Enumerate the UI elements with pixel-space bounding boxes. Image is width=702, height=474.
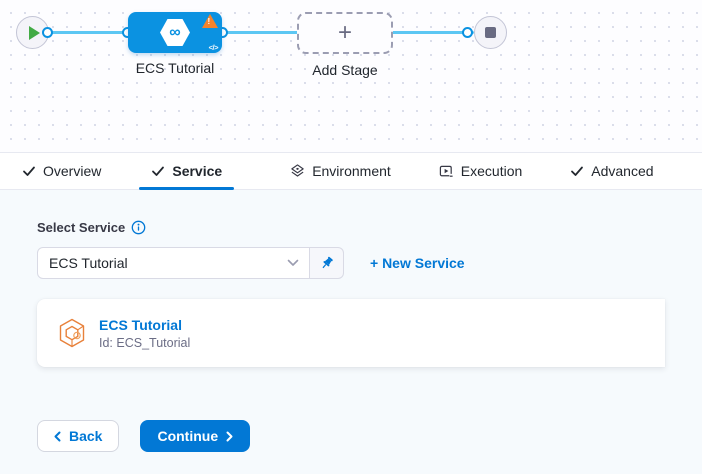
ecs-service-icon [59,318,85,348]
add-stage-button[interactable]: + [297,12,393,54]
continue-button[interactable]: Continue [140,420,251,452]
service-card-id: Id: ECS_Tutorial [99,335,191,350]
selected-service-value: ECS Tutorial [49,255,128,271]
check-icon [152,166,165,176]
pipeline-canvas[interactable]: ∞ ! </> ECS Tutorial + Add Stage [0,0,702,152]
code-icon: </> [208,43,219,52]
stage-label: ECS Tutorial [135,60,215,76]
chevron-left-icon [54,431,61,441]
stage-node-ecs-tutorial[interactable]: ∞ ! </> [128,12,222,53]
tab-overview[interactable]: Overview [8,153,115,189]
harness-cd-icon: ∞ [160,19,190,46]
check-icon [571,166,584,176]
tab-execution[interactable]: Execution [425,153,536,189]
warning-icon: ! [202,14,218,28]
tab-advanced[interactable]: Advanced [556,153,667,189]
execution-play-icon [439,165,453,177]
check-icon [23,166,35,176]
tab-environment[interactable]: Environment [276,153,405,189]
service-card-title[interactable]: ECS Tutorial [99,316,182,333]
port-start [42,27,53,38]
add-stage-label: Add Stage [312,62,378,78]
stop-icon [485,27,496,38]
chevron-down-icon [287,259,299,266]
tab-service[interactable]: Service [137,153,236,190]
info-icon[interactable] [131,220,146,235]
environment-layers-icon [291,163,304,177]
chevron-right-icon [226,431,233,441]
stage-tabs: Overview Service Environment Execution A… [0,152,702,190]
back-button[interactable]: Back [37,420,120,452]
service-card: ECS Tutorial Id: ECS_Tutorial [37,299,665,367]
pin-service-button[interactable] [310,247,344,279]
pipeline-end-node [474,16,507,49]
pipeline-connector-line [44,31,474,34]
play-icon [28,25,40,40]
service-panel: Select Service ECS Tutorial + New Servic… [0,190,702,452]
service-select-dropdown[interactable]: ECS Tutorial [37,247,310,279]
port-end [462,27,473,38]
pin-icon [322,256,333,269]
select-service-label: Select Service [37,220,702,235]
new-service-link[interactable]: + New Service [370,255,465,271]
